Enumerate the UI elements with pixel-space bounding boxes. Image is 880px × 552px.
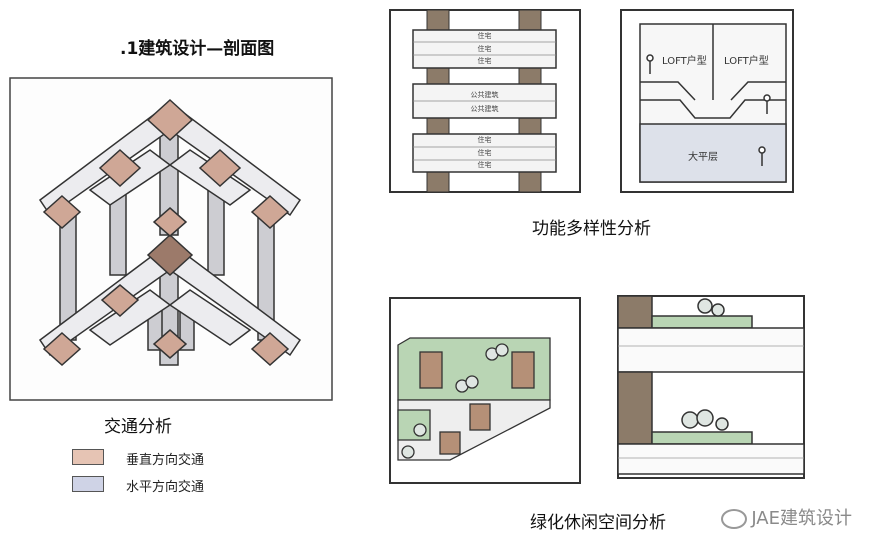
vertical-core — [250, 194, 290, 230]
slab-label-group-3: 住宅 住宅 住宅 — [413, 134, 556, 172]
watermark-text: JAE建筑设计 — [751, 508, 852, 529]
vertical-core — [98, 148, 142, 188]
green-section-1 — [397, 337, 551, 461]
slab-label: 住宅 — [477, 32, 492, 40]
traffic-caption: 交通分析 — [104, 417, 172, 437]
legend-label-vertical: 垂直方向交通 — [126, 453, 205, 468]
slab-label-group-2: 公共建筑 公共建筑 — [413, 88, 556, 116]
slab-label-group-1: 住宅 住宅 住宅 — [413, 30, 556, 68]
vertical-core — [42, 194, 82, 230]
vertical-core — [146, 98, 194, 142]
legend-swatch-horizontal — [72, 476, 104, 492]
function-section-1 — [412, 9, 557, 193]
wechat-icon — [721, 509, 748, 529]
slab-housing-2 — [412, 133, 557, 173]
vertical-core — [100, 284, 140, 318]
green-caption: 绿化休闲空间分析 — [530, 513, 666, 533]
unit-label-loft-2: LOFT户型 — [724, 56, 769, 67]
vertical-core — [42, 331, 82, 367]
page-title: .1建筑设计—剖面图 — [120, 39, 275, 59]
watermark: JAE建筑设计 — [721, 504, 852, 530]
vertical-core — [146, 233, 194, 277]
vertical-core — [152, 329, 188, 359]
unit-label-loft-1: LOFT户型 — [662, 56, 707, 67]
slab-label: 住宅 — [477, 44, 492, 53]
function-section-2 — [639, 23, 787, 183]
slab-label: 公共建筑 — [470, 105, 499, 113]
slab-label: 住宅 — [477, 57, 492, 65]
legend-swatch-vertical — [72, 449, 104, 465]
slab-label: 住宅 — [477, 148, 492, 157]
function-caption: 功能多样性分析 — [532, 219, 651, 239]
vertical-core — [152, 207, 188, 237]
unit-label-flat: 大平层 — [688, 152, 718, 163]
vertical-core — [250, 331, 290, 367]
slab-label: 公共建筑 — [470, 91, 499, 99]
slab-housing-1 — [412, 29, 557, 69]
vertical-core — [198, 148, 242, 188]
green-section-2 — [617, 295, 805, 475]
legend-label-horizontal: 水平方向交通 — [126, 480, 205, 495]
slab-label: 住宅 — [477, 161, 492, 169]
traffic-diagram — [38, 98, 302, 367]
slab-label: 住宅 — [477, 136, 492, 144]
lower-mid-right — [168, 289, 252, 346]
